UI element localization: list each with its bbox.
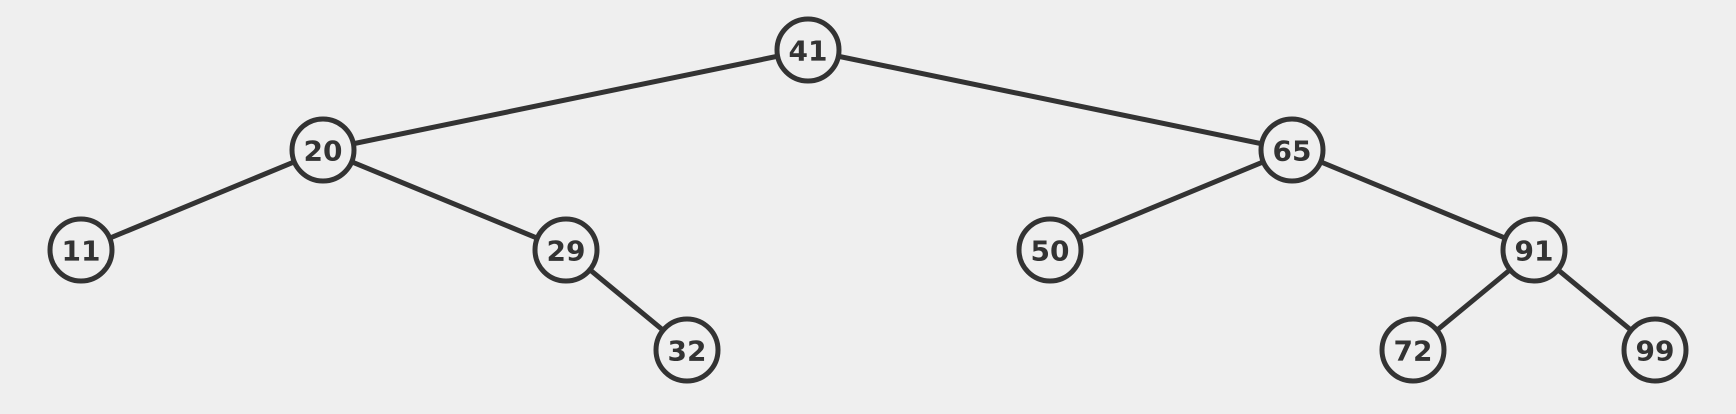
node-circle <box>47 216 115 284</box>
edge-20-11 <box>78 147 326 253</box>
node-circle <box>774 16 842 84</box>
node-label: 29 <box>547 235 586 268</box>
node-label: 99 <box>1636 335 1675 368</box>
node-label: 50 <box>1031 235 1070 268</box>
node-circle <box>653 316 721 384</box>
node-label: 32 <box>668 335 707 368</box>
node-label: 11 <box>62 235 101 268</box>
tree-node-41: 41 <box>774 16 842 84</box>
tree-node-32: 32 <box>653 316 721 384</box>
edge-41-20 <box>320 47 811 153</box>
tree-node-99: 99 <box>1621 316 1689 384</box>
tree-edges <box>78 47 1658 353</box>
tree-node-20: 20 <box>289 116 357 184</box>
tree-nodes: 41 20 65 11 29 50 91 32 <box>47 16 1689 384</box>
node-label: 72 <box>1394 335 1433 368</box>
node-label: 41 <box>789 35 828 68</box>
edge-65-50 <box>1047 147 1295 253</box>
node-circle <box>1258 116 1326 184</box>
node-label: 65 <box>1273 135 1312 168</box>
tree-node-91: 91 <box>1500 216 1568 284</box>
node-circle <box>1500 216 1568 284</box>
edge-20-29 <box>320 147 569 253</box>
node-circle <box>289 116 357 184</box>
edge-65-91 <box>1289 147 1537 253</box>
tree-node-11: 11 <box>47 216 115 284</box>
tree-node-50: 50 <box>1016 216 1084 284</box>
node-label: 91 <box>1515 235 1554 268</box>
tree-node-72: 72 <box>1379 316 1447 384</box>
node-circle <box>1379 316 1447 384</box>
edge-41-65 <box>805 47 1295 153</box>
node-circle <box>1016 216 1084 284</box>
tree-node-65: 65 <box>1258 116 1326 184</box>
node-label: 20 <box>304 135 343 168</box>
tree-node-29: 29 <box>532 216 600 284</box>
node-circle <box>532 216 600 284</box>
node-circle <box>1621 316 1689 384</box>
